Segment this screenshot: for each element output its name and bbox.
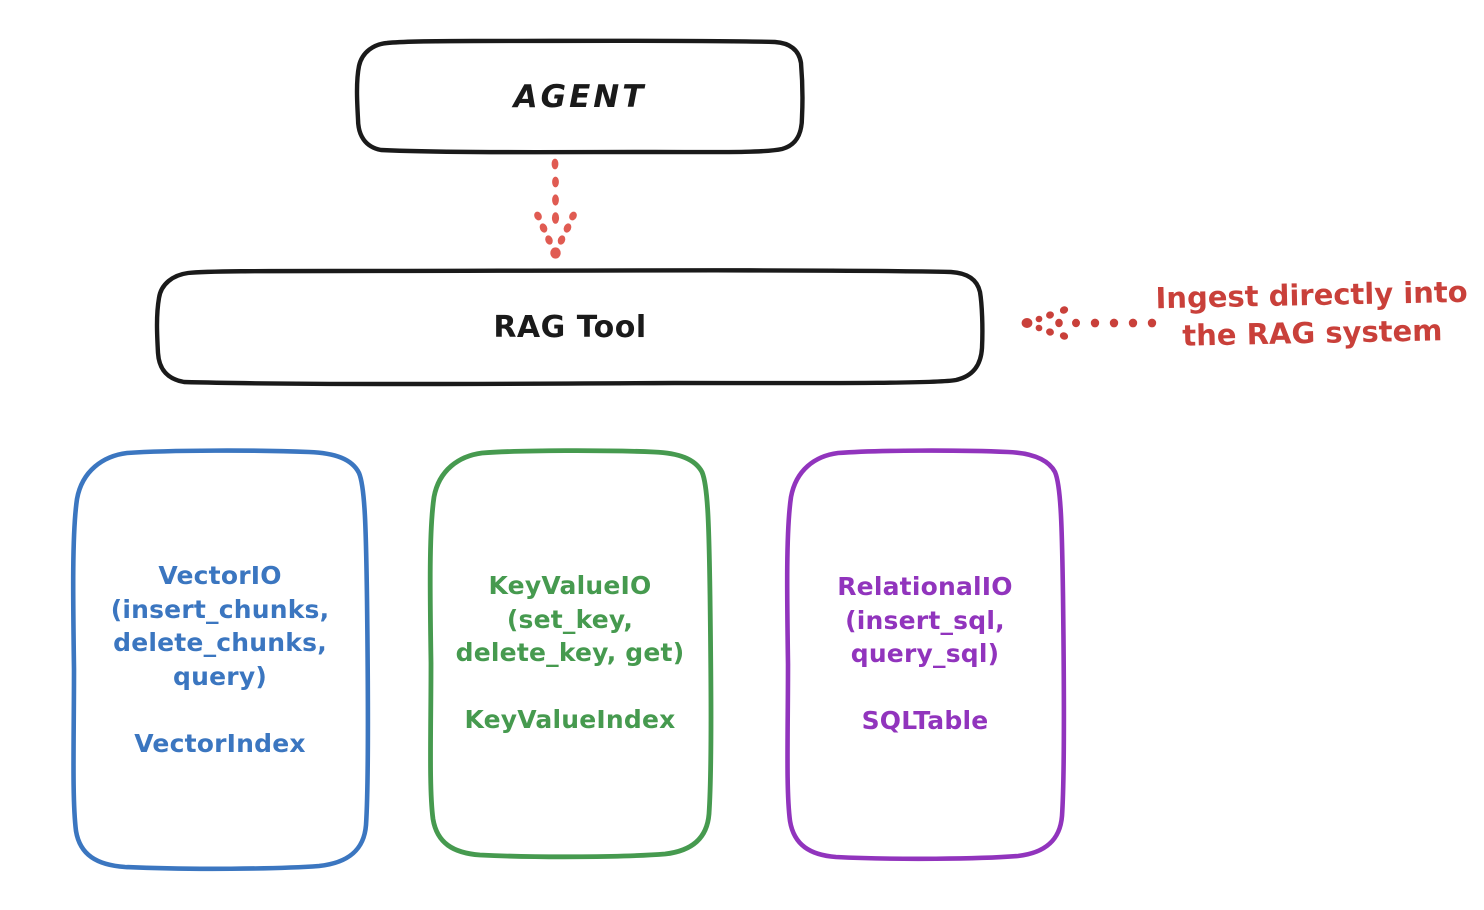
node-relational-io-label: RelationalIO (insert_sql, query_sql) SQL…: [837, 572, 1013, 736]
node-key-value-io-label: KeyValueIO (set_key, delete_key, get) Ke…: [455, 571, 685, 735]
node-vector-io-label: VectorIO (insert_chunks, delete_chunks, …: [110, 561, 330, 758]
node-agent-label: AGENT: [513, 78, 647, 115]
node-key-value-io[interactable]: KeyValueIO (set_key, delete_key, get) Ke…: [427, 448, 714, 860]
ingest-annotation-text: Ingest directly into the RAG system: [1155, 274, 1468, 353]
ingest-arrow-icon: [1021, 306, 1157, 340]
node-agent[interactable]: AGENT: [354, 38, 806, 155]
node-vector-io[interactable]: VectorIO (insert_chunks, delete_chunks, …: [69, 448, 371, 872]
node-rag-tool-label: RAG Tool: [493, 310, 647, 345]
node-relational-io[interactable]: RelationalIO (insert_sql, query_sql) SQL…: [784, 448, 1067, 862]
connector-agent-to-rag-tool: [534, 158, 577, 259]
node-rag-tool[interactable]: RAG Tool: [154, 268, 986, 387]
